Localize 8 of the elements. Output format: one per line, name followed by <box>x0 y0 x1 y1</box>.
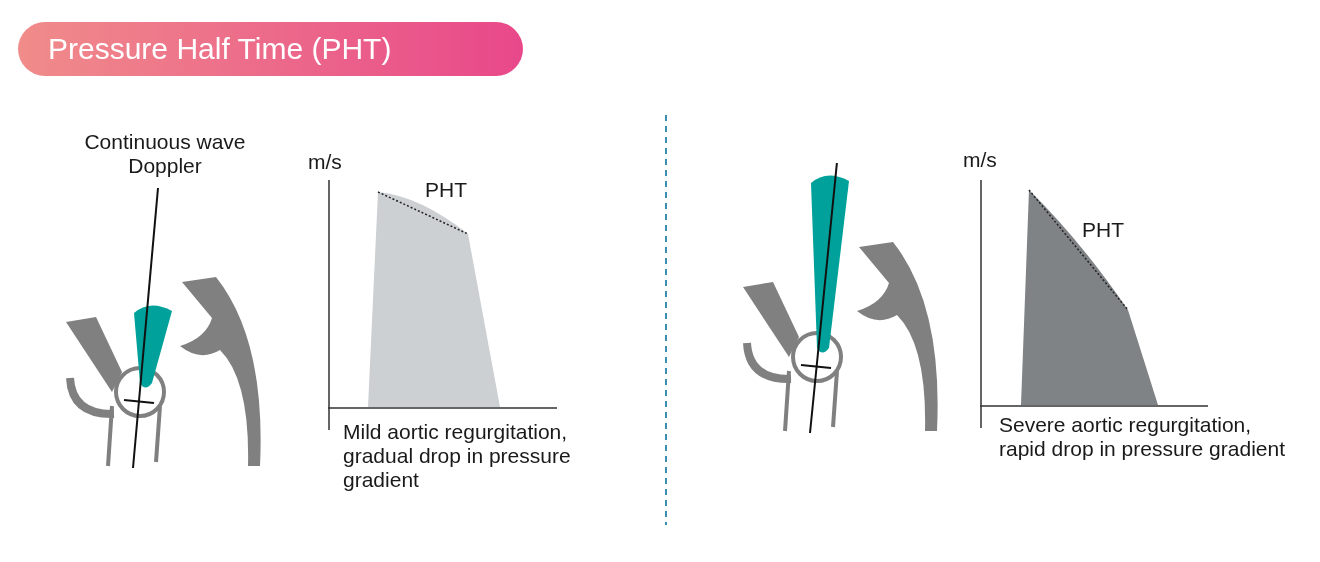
chart-caption: Mild aortic regurgitation, gradual drop in pressure gradient <box>343 420 572 492</box>
axis-label: m/s <box>308 150 343 174</box>
title-banner: Pressure Half Time (PHT) <box>18 22 523 76</box>
annotation-label: PHT <box>1082 218 1125 242</box>
annotation-label: PHT <box>425 178 468 202</box>
axis-label: m/s <box>963 148 998 172</box>
callout-label: Continuous wave Doppler <box>83 130 247 178</box>
chart-caption: Severe aortic regurgitation, rapid drop in pressure gradient <box>999 413 1286 461</box>
